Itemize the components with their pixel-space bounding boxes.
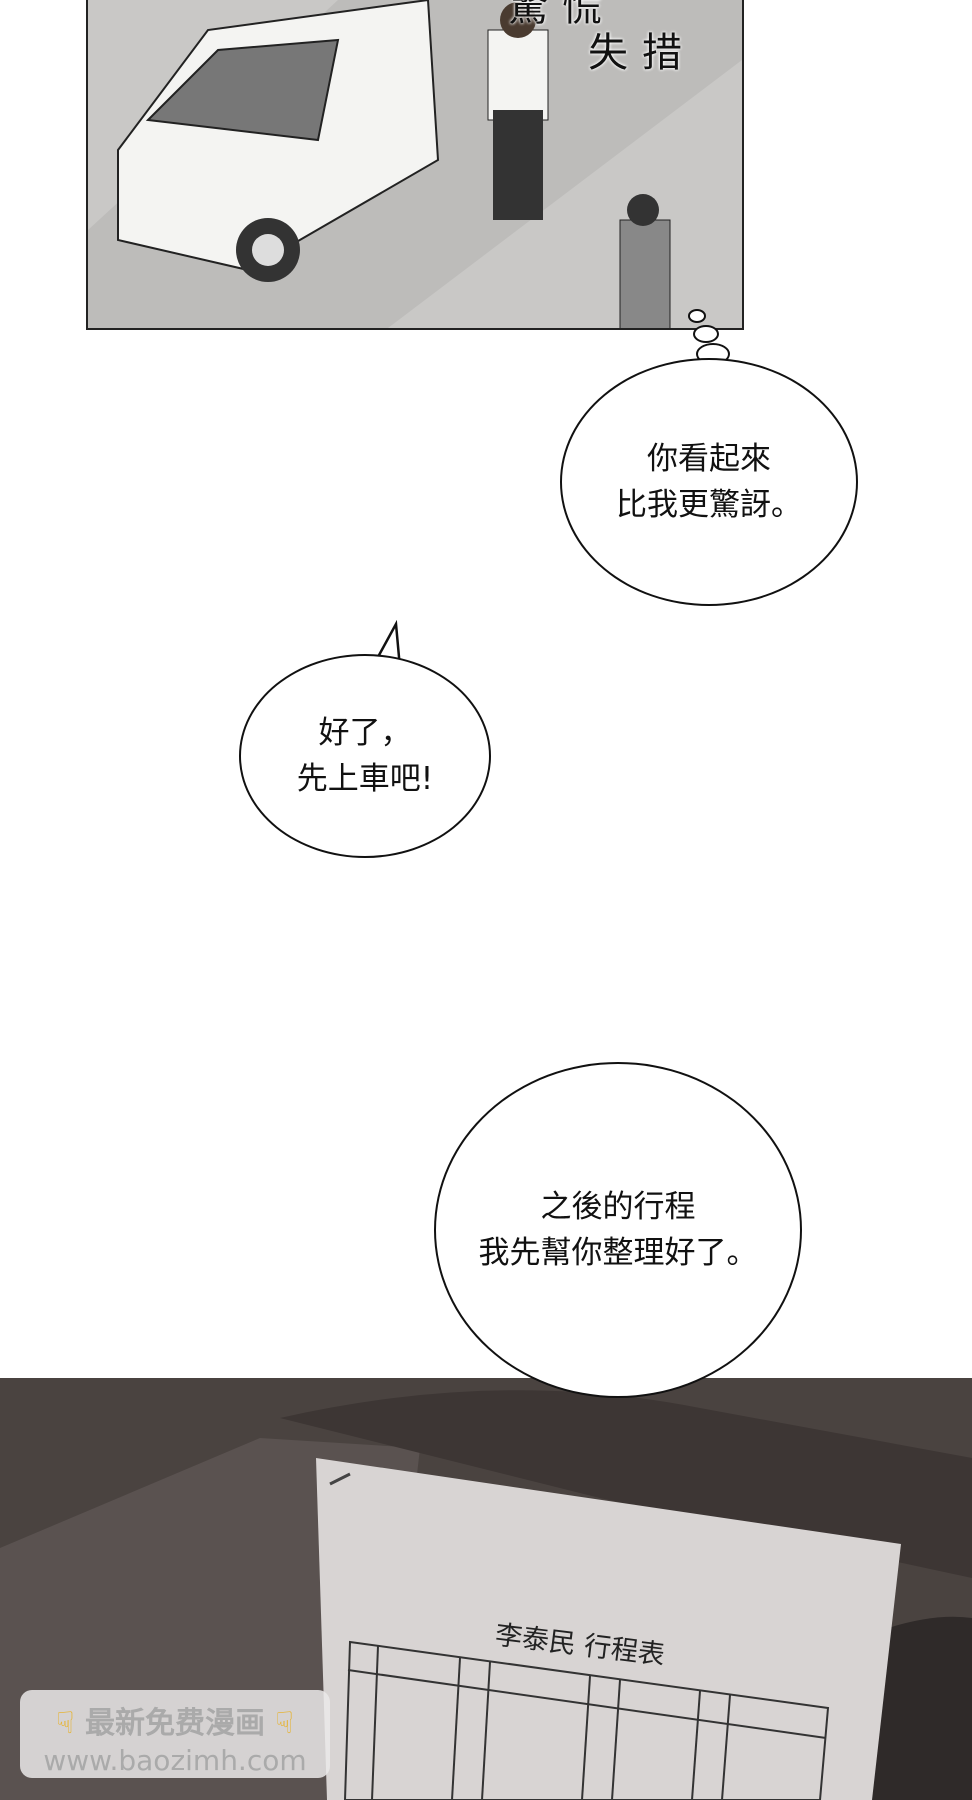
thought-dot — [693, 325, 719, 343]
bubble-line: 好了， — [318, 715, 412, 751]
thought-bubble: 你看起來 比我更驚訝。 — [560, 358, 858, 606]
bubble-line: 之後的行程 — [540, 1189, 696, 1225]
bubble-line: 先上車吧! — [296, 761, 434, 797]
pointing-down-hand-icon: ☟ — [56, 1706, 75, 1741]
watermark-line1: 最新免费漫画 — [85, 1706, 265, 1741]
sfx-text-partial: 驚慌 — [508, 0, 616, 30]
bubble-line: 我先幫你整理好了。 — [478, 1235, 758, 1271]
bubble-line: 比我更驚訝。 — [616, 487, 802, 523]
thought-dot — [688, 309, 706, 323]
speech-bubble: 好了， 先上車吧! — [239, 654, 491, 858]
comic-panel-parking-lot: 驚慌 失措 — [86, 0, 744, 330]
van-scene-illustration — [88, 0, 742, 328]
pointing-down-hand-icon: ☟ — [275, 1706, 294, 1741]
speech-bubble: 之後的行程 我先幫你整理好了。 — [434, 1062, 802, 1398]
watermark-banner[interactable]: ☟ 最新免费漫画 ☟ www.baozimh.com — [20, 1690, 330, 1778]
bubble-line: 你看起來 — [647, 441, 771, 477]
sfx-text: 失措 — [588, 30, 696, 76]
watermark-url[interactable]: www.baozimh.com — [43, 1744, 307, 1777]
